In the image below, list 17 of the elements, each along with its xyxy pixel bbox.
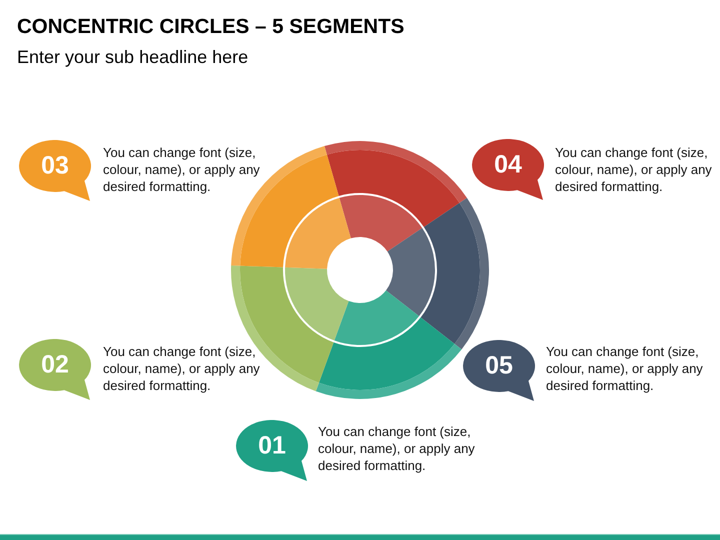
step-number: 04 (494, 152, 522, 178)
step-number: 02 (41, 352, 69, 378)
speech-bubble (472, 139, 546, 201)
description-text: You can change font (size, colour, name), or apply any desired formatting. (546, 343, 704, 394)
speech-bubble (236, 420, 310, 482)
step-number: 03 (41, 154, 69, 178)
speech-bubble (19, 339, 93, 401)
description-text: You can change font (size, colour, name), or apply any desired formatting. (103, 144, 261, 195)
speech-bubble (463, 340, 537, 402)
description-text: You can change font (size, colour, name), or apply any desired formatting. (318, 423, 476, 474)
step-number: 01 (258, 434, 286, 458)
speech-bubble (19, 140, 93, 202)
description-text: You can change font (size, colour, name), or apply any desired formatting. (103, 343, 261, 394)
description-text: You can change font (size, colour, name), or apply any desired formatting. (555, 144, 713, 195)
slide-title: CONCENTRIC CIRCLES – 5 SEGMENTS (17, 15, 404, 39)
subtitle: Enter your sub headline here (17, 46, 248, 68)
step-number: 05 (485, 354, 513, 378)
